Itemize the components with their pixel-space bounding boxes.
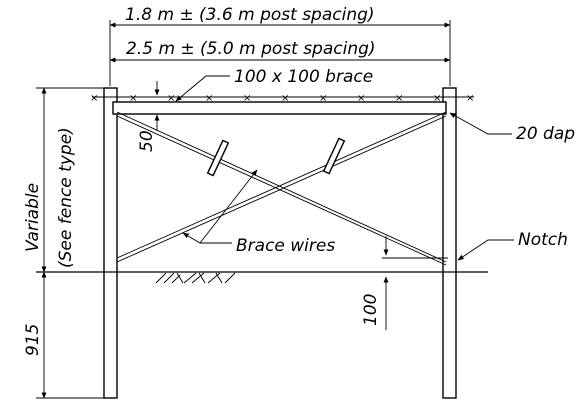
notch-leader [457, 239, 514, 261]
brace-wire-2 [116, 111, 447, 259]
dim-50-label: 50 [137, 130, 157, 152]
dim-top-2-label: 2.5 m ± (5.0 m post spacing) [126, 39, 376, 59]
variable-label-1: Variable [23, 183, 43, 252]
brace-wire-1b [116, 115, 447, 266]
dim-100-label: 100 [361, 294, 381, 326]
svg-text:×: × [90, 93, 98, 104]
brace-label: 100 x 100 brace [234, 67, 373, 87]
dap-label: 20 dap [516, 124, 575, 144]
twist-stick-left [206, 139, 230, 177]
twist-stick-right [322, 137, 346, 175]
svg-text:×: × [281, 93, 289, 104]
ground-hatch [155, 272, 236, 284]
svg-text:×: × [466, 93, 474, 104]
variable-label-2: (See fence type) [56, 127, 76, 268]
barbs: × × × × × × × × × × × [90, 93, 474, 104]
brace-wires-label: Brace wires [236, 236, 335, 256]
svg-text:×: × [433, 93, 441, 104]
svg-text:×: × [129, 93, 137, 104]
dim-top-1-label: 1.8 m ± (3.6 m post spacing) [125, 5, 375, 25]
brace-rail [112, 101, 447, 115]
svg-text:×: × [205, 93, 213, 104]
brace-wires-leader [182, 232, 232, 244]
brace-wire-2b [116, 115, 447, 263]
notch-label: Notch [518, 230, 568, 250]
svg-text:×: × [243, 93, 251, 104]
dim-915-label: 915 [23, 324, 43, 356]
svg-text:×: × [167, 93, 175, 104]
svg-text:×: × [395, 93, 403, 104]
brace-wire-1 [116, 111, 447, 263]
left-post [103, 87, 118, 399]
svg-text:×: × [357, 93, 365, 104]
right-post [442, 87, 457, 399]
brace-leader [175, 75, 230, 102]
dap-leader [449, 112, 512, 135]
svg-text:×: × [319, 93, 327, 104]
